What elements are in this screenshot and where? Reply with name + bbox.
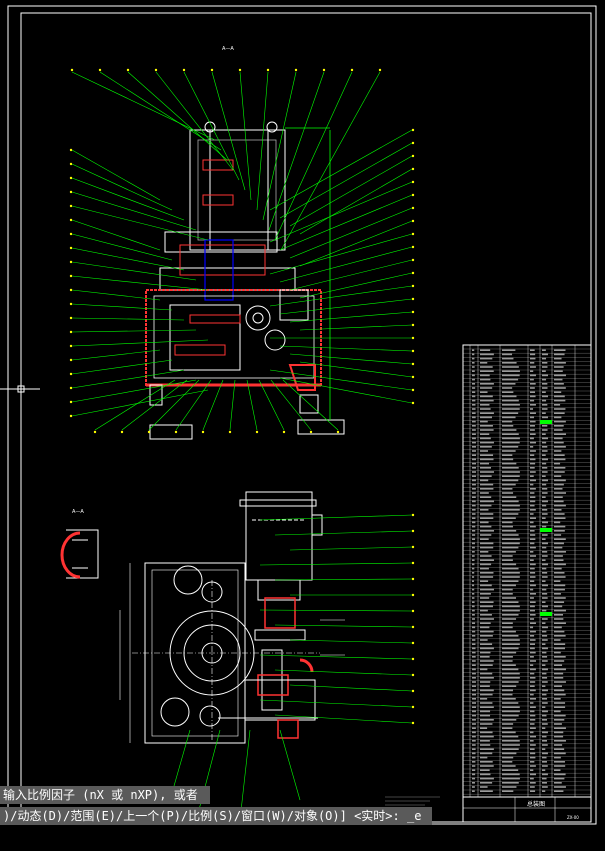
svg-text:A—A: A—A (72, 509, 84, 515)
parts-list-table (462, 344, 592, 798)
title-block-code: ZX-00 (567, 815, 579, 820)
bottom-assembly-view (119, 491, 345, 744)
drawing-frame-outer (7, 5, 597, 825)
balloon-markers (69, 68, 415, 725)
command-history-line: 输入比例因子 (nX 或 nXP), 或者 (0, 786, 210, 804)
crosshair-cursor-icon (0, 370, 40, 438)
leader-lines (71, 71, 413, 826)
section-detail-left: A—A (60, 509, 99, 579)
section-label-top: A—A (222, 46, 234, 52)
top-assembly-view (145, 121, 345, 440)
title-block: 总装图 ZX-00 (462, 796, 592, 823)
title-block-name: 总装图 (527, 800, 545, 808)
command-input-line[interactable]: )/动态(D)/范围(E)/上一个(P)/比例(S)/窗口(W)/对象(O)] … (0, 807, 432, 825)
technical-notes (385, 796, 440, 806)
